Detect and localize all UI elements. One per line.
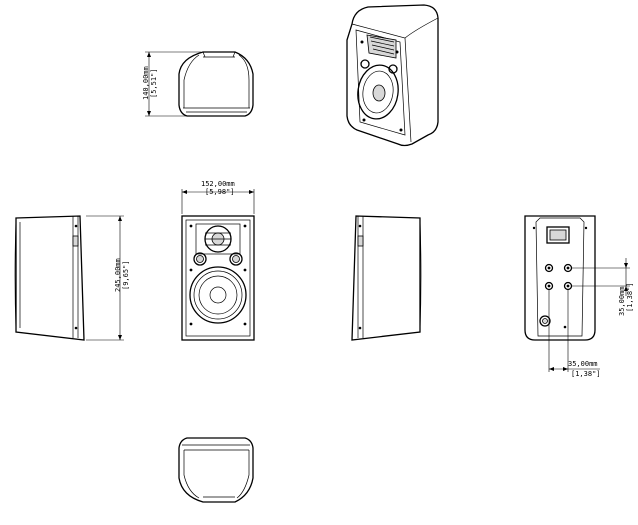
right-side-view [351,215,422,341]
top-depth-in-label: [5,51"] [150,68,158,98]
front-view: 152,00mm [5,98"] [181,180,255,341]
side-height-mm-label: 245,00mm [114,258,122,292]
rear-horizontal-in-label: [1,38"] [571,370,601,378]
front-width-in-label: [5,98"] [205,188,235,196]
rear-horizontal-mm-label: 35,00mm [568,360,598,368]
bottom-view [178,437,254,503]
rear-vertical-mm-label: 35,00mm [618,286,626,316]
rear-view: 35,00mm [1,38"] 35,00mm [1,38"] [524,215,634,378]
left-side-view: 245,00mm [9,65"] [14,215,130,341]
rear-vertical-in-label: [1,38"] [626,282,634,312]
isometric-view [346,4,439,147]
side-height-in-label: [9,65"] [122,260,130,290]
top-view: 140,00mm [5,51"] [142,51,254,117]
top-depth-mm-label: 140,00mm [142,66,150,100]
front-width-mm-label: 152,00mm [201,180,235,188]
